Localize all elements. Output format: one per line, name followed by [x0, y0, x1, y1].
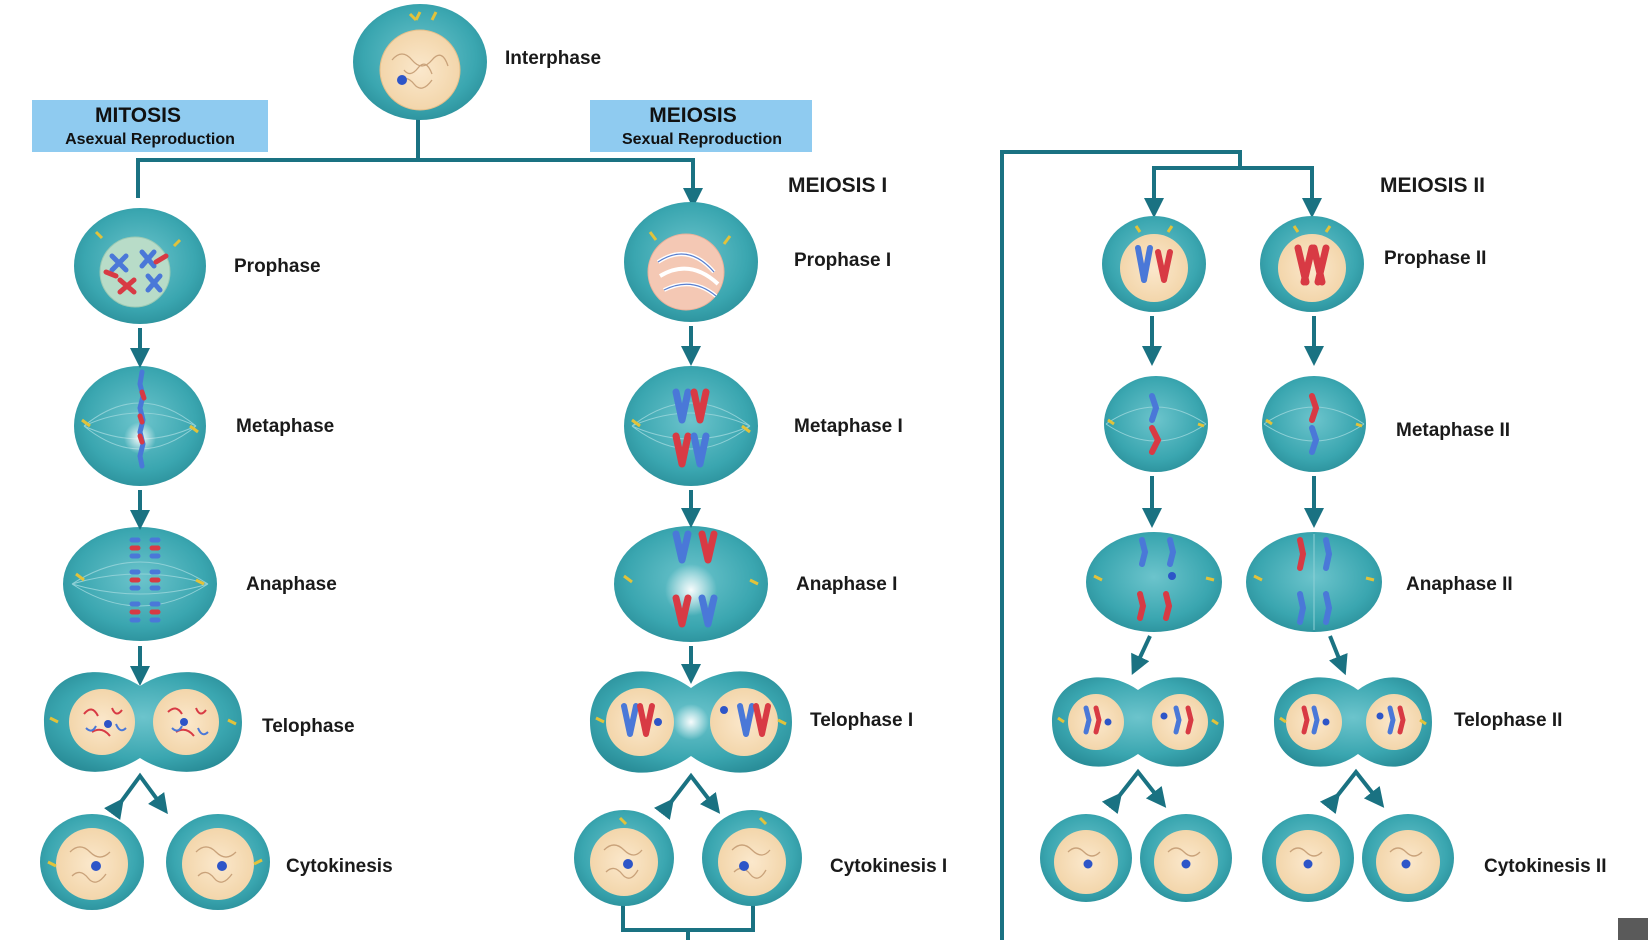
meiosis-subtitle: Sexual Reproduction [622, 131, 782, 148]
corner-handle [1618, 918, 1648, 940]
label-metaphase: Metaphase [236, 416, 334, 437]
meiosis1-telophase-cell [590, 671, 792, 773]
label-anaphase: Anaphase [246, 574, 337, 595]
mitosis-cytokinesis-cells [40, 814, 270, 910]
meiosis-header: MEIOSIS Sexual Reproduction [590, 100, 812, 152]
label-prophase: Prophase [234, 256, 321, 277]
meiosis1-arrows [653, 326, 721, 821]
label-cytokinesis: Cytokinesis [286, 856, 393, 877]
mitosis-metaphase-cell [74, 366, 206, 486]
label-metaphase-2: Metaphase II [1396, 420, 1510, 441]
mitosis-arrows [104, 328, 168, 820]
meiosis1-anaphase-cell [614, 526, 768, 642]
label-prophase-2: Prophase II [1384, 248, 1486, 269]
label-anaphase-2: Anaphase II [1406, 574, 1513, 595]
mitosis-prophase-cell [74, 208, 206, 324]
mitosis-header: MITOSIS Asexual Reproduction [32, 100, 268, 152]
meiosis2-prophase-cells [1102, 216, 1364, 312]
label-prophase-1: Prophase I [794, 250, 891, 271]
label-telophase: Telophase [262, 716, 355, 737]
label-telophase-1: Telophase I [810, 710, 913, 731]
meiosis2-telophase-cells [1052, 677, 1432, 767]
label-cytokinesis-2: Cytokinesis II [1484, 856, 1607, 877]
label-anaphase-1: Anaphase I [796, 574, 897, 595]
label-telophase-2: Telophase II [1454, 710, 1562, 731]
label-metaphase-1: Metaphase I [794, 416, 903, 437]
mitosis-telophase-cell [44, 672, 242, 772]
meiosis-2-heading: MEIOSIS II [1380, 174, 1485, 197]
mitosis-anaphase-cell [63, 527, 217, 641]
meiosis-title: MEIOSIS [649, 104, 737, 127]
label-interphase: Interphase [505, 48, 601, 69]
meiosis2-metaphase-cells [1104, 376, 1366, 472]
mitosis-title: MITOSIS [95, 104, 181, 127]
meiosis1-prophase-cell [624, 202, 758, 322]
interphase-cell [353, 4, 487, 120]
meiosis2-cytokinesis-cells [1040, 814, 1454, 902]
meiosis2-arrows [1101, 316, 1385, 815]
connector-lines [136, 118, 1322, 940]
meiosis-1-heading: MEIOSIS I [788, 174, 887, 197]
meiosis1-cytokinesis-cells [574, 810, 802, 906]
meiosis2-anaphase-cells [1086, 532, 1382, 632]
label-cytokinesis-1: Cytokinesis I [830, 856, 947, 877]
meiosis1-metaphase-cell [624, 366, 758, 486]
mitosis-subtitle: Asexual Reproduction [65, 131, 235, 148]
